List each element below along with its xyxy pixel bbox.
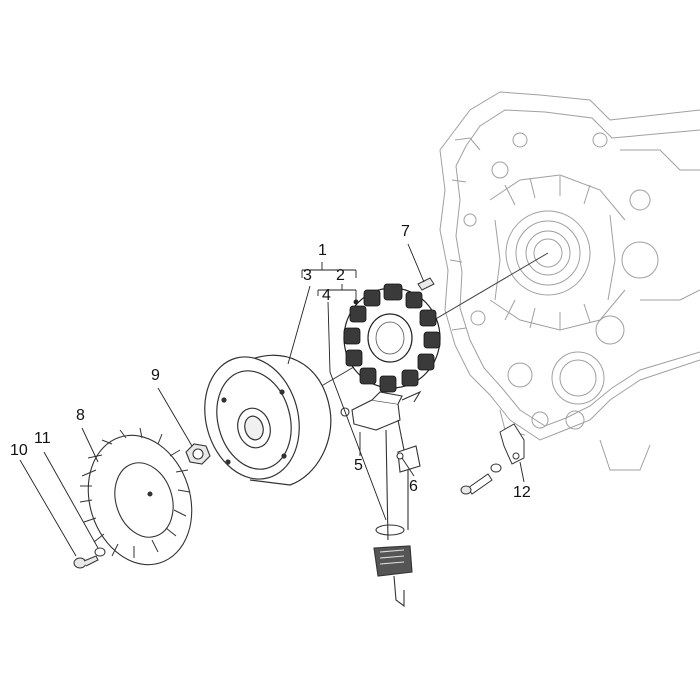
callout-5: 5 [354, 457, 363, 474]
pickup-and-wiring [340, 390, 422, 608]
callout-8: 8 [76, 407, 85, 424]
callout-7: 7 [401, 223, 410, 240]
callout-11: 11 [34, 430, 51, 447]
flywheel-rotor [204, 354, 332, 486]
callout-9: 9 [151, 367, 160, 384]
key [417, 277, 435, 291]
bracket-and-bolt [460, 423, 525, 495]
callout-6: 6 [409, 478, 418, 495]
stator [343, 283, 441, 393]
callout-2: 2 [336, 267, 345, 284]
callout-12: 12 [513, 484, 531, 501]
leader-lines [19, 243, 525, 557]
callout-10: 10 [10, 442, 28, 459]
flywheel-nut [185, 443, 211, 465]
engine-crankcase [439, 91, 700, 471]
callout-4: 4 [322, 287, 331, 304]
callout-1: 1 [318, 242, 327, 259]
callout-3: 3 [303, 267, 312, 284]
screw-and-washer [73, 547, 106, 569]
cooling-fan [79, 427, 193, 566]
